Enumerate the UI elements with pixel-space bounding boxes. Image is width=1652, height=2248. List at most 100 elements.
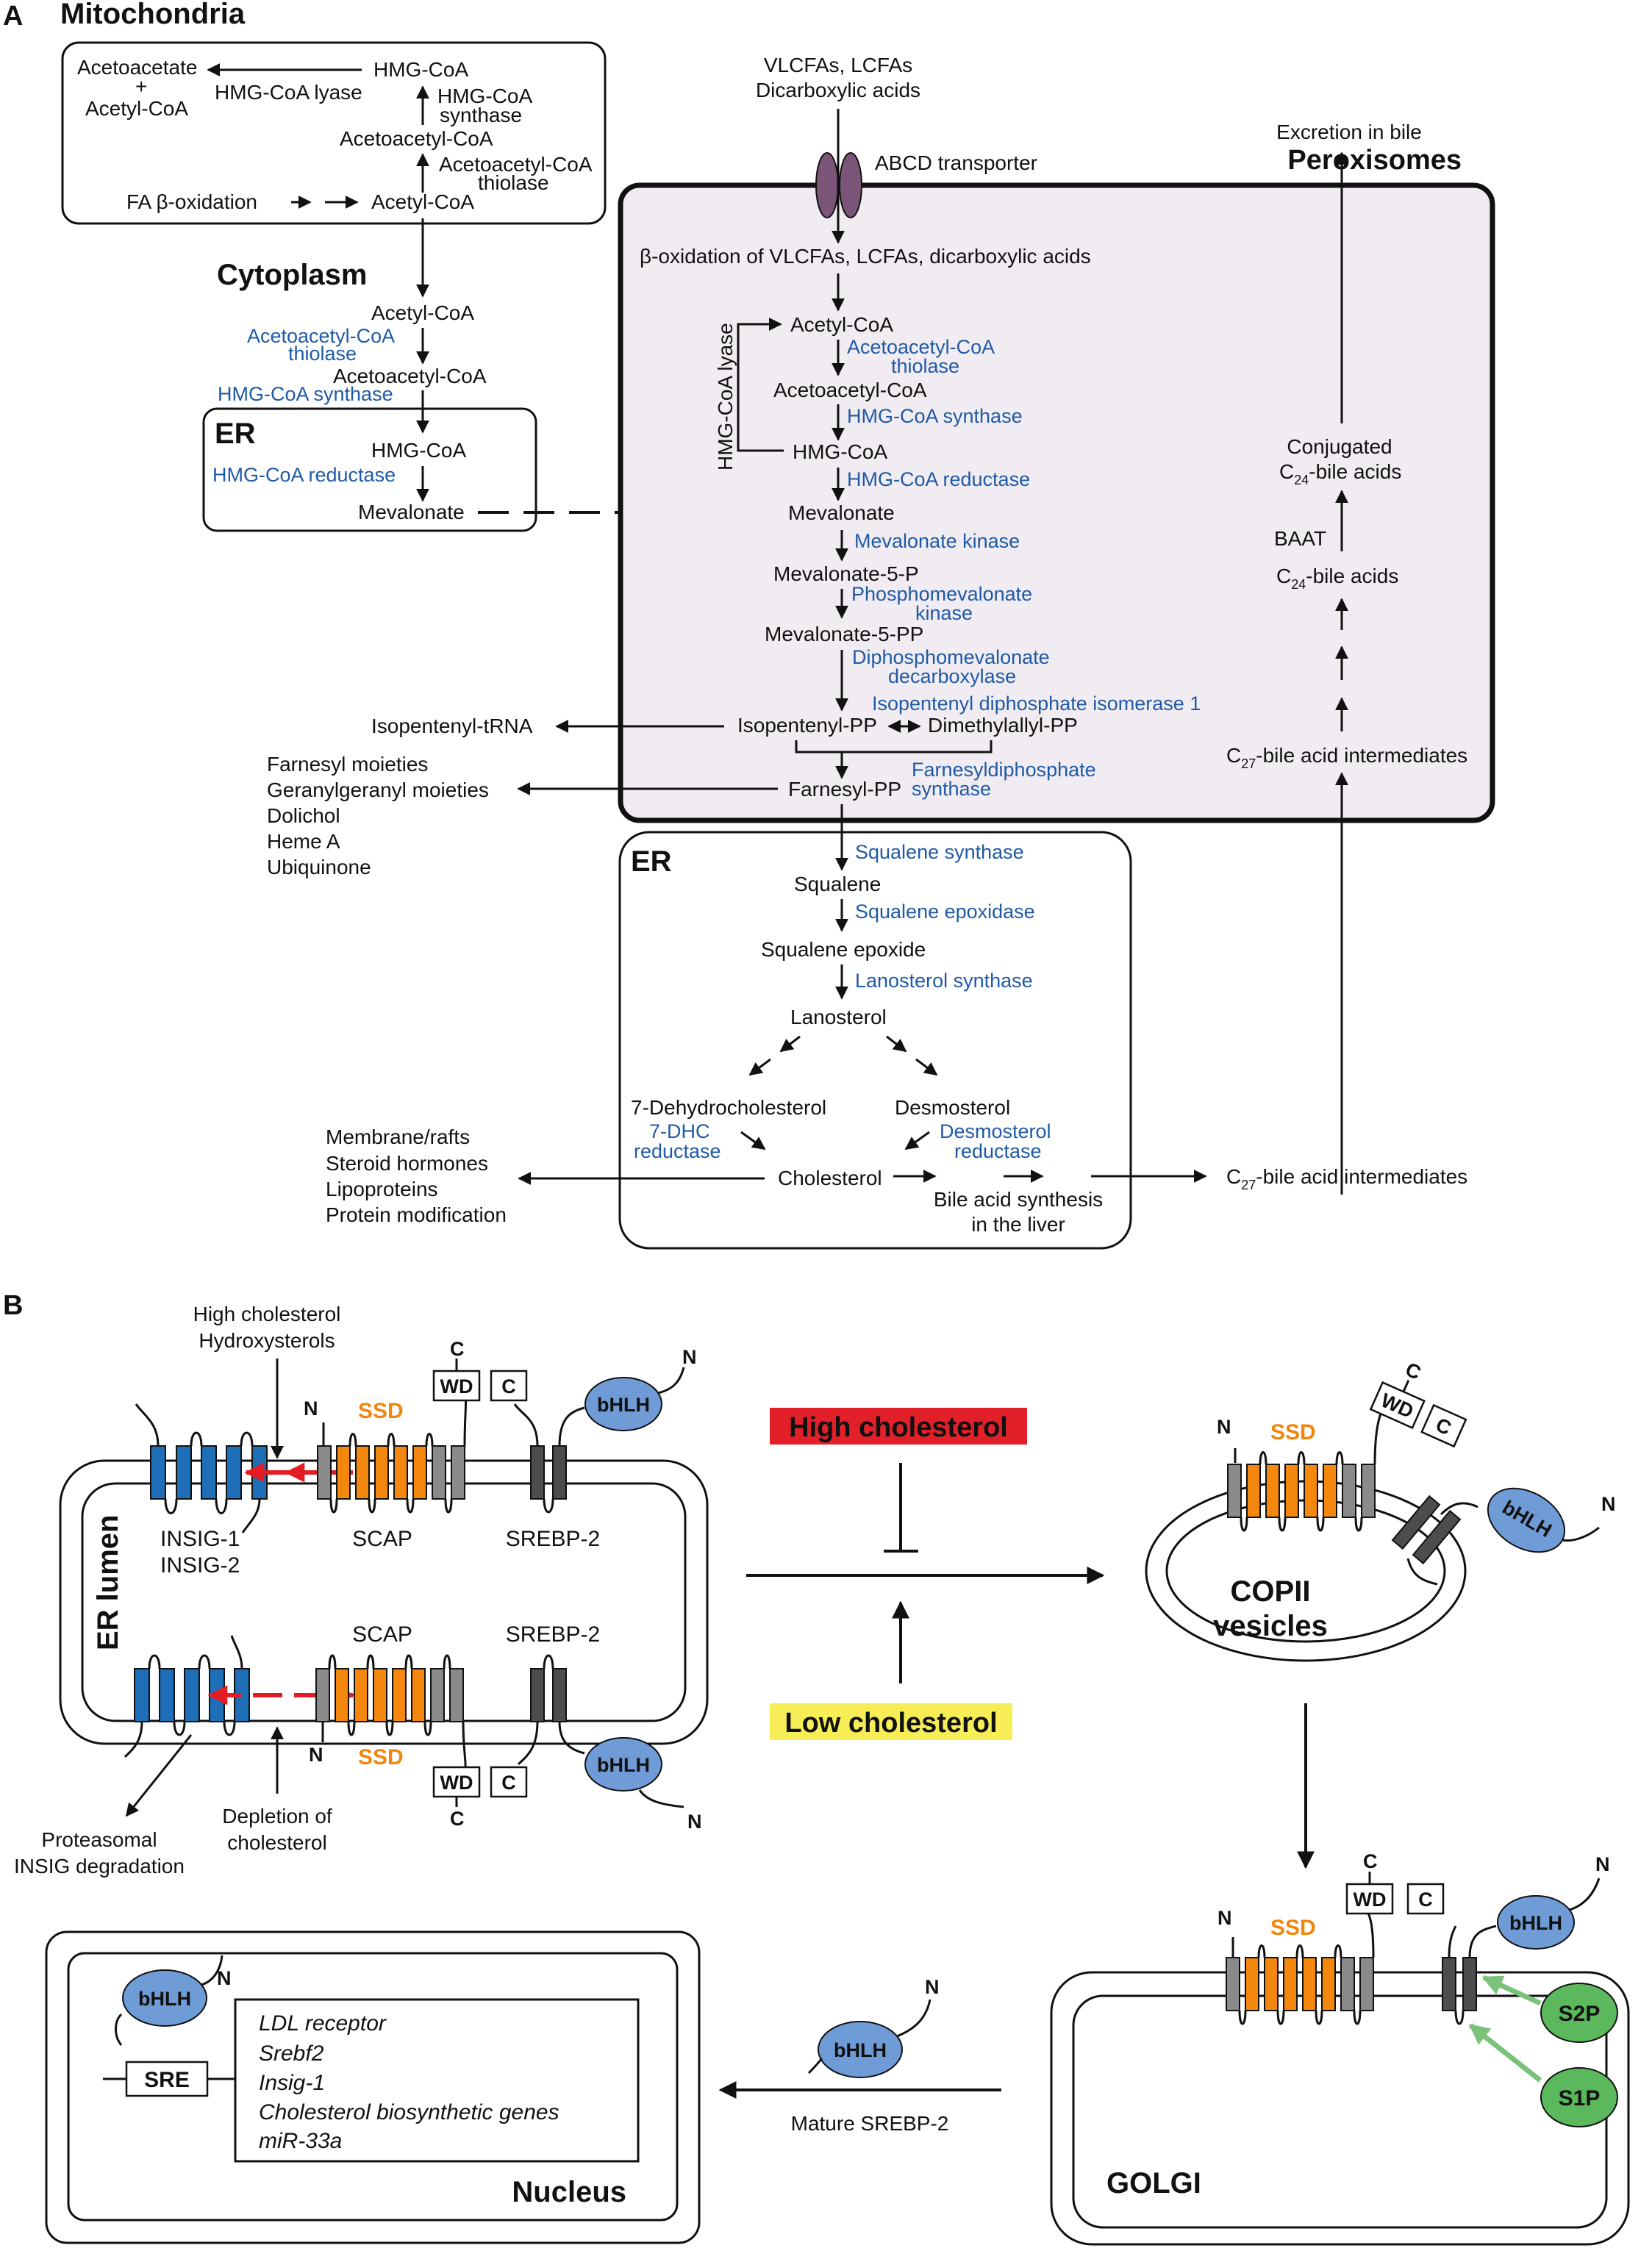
er-lanosterol: Lanosterol <box>790 1006 887 1028</box>
perox-mevalonate: Mevalonate <box>788 501 895 524</box>
use-lipoproteins: Lipoproteins <box>326 1178 438 1200</box>
er-lumen-label: ER lumen <box>92 1515 124 1650</box>
mito-fa-beta-oxidation: FA β-oxidation <box>126 190 257 213</box>
perox-inputs-2: Dicarboxylic acids <box>756 79 920 101</box>
er-squalene: Squalene <box>794 873 881 895</box>
cyto-acetyl-coa: Acetyl-CoA <box>371 301 474 324</box>
side-ubiquinone: Ubiquinone <box>267 856 371 878</box>
er-dhcr24-2: reductase <box>954 1140 1042 1162</box>
srebp2-lower-n: N <box>687 1811 702 1833</box>
perox-mevalonate-5p: Mevalonate-5-P <box>773 562 919 585</box>
target-gene: Srebf2 <box>259 2041 324 2066</box>
s2p-label: S2P <box>1559 2002 1601 2026</box>
er-cholesterol: Cholesterol <box>778 1167 882 1189</box>
er-box-lower <box>618 831 1132 1250</box>
s2p-protease <box>1540 1983 1618 2043</box>
golgi-label: GOLGI <box>1106 2167 1201 2199</box>
side-farnesyl-moieties: Farnesyl moieties <box>267 753 428 776</box>
golgi-scap-ssd: SSD <box>1270 1916 1316 1940</box>
srebp2-upper-label: SREBP-2 <box>506 1527 600 1551</box>
target-gene: LDL receptor <box>259 2011 387 2036</box>
mature-bhlh-label: bHLH <box>834 2039 887 2061</box>
scap-lower-wd-box <box>432 1766 481 1798</box>
er-label-lower: ER <box>631 845 672 878</box>
mito-acetoacetyl-coa: Acetoacetyl-CoA <box>340 127 493 150</box>
low-cholesterol-badge-label: Low cholesterol <box>784 1708 997 1739</box>
depletion-2: cholesterol <box>227 1831 326 1854</box>
srebp2-lower-label: SREBP-2 <box>506 1622 600 1647</box>
perox-fds-1: Farnesyldiphosphate <box>912 759 1096 781</box>
er-label-upper: ER <box>215 418 256 450</box>
scap-upper-c-terminus: C <box>450 1338 465 1360</box>
scap-upper-c: C <box>501 1375 516 1397</box>
scap-upper-wd: WD <box>440 1375 473 1397</box>
er-squalene-epoxidase: Squalene epoxidase <box>855 901 1035 923</box>
er-7-dehydrocholesterol: 7-Dehydrocholesterol <box>631 1096 826 1119</box>
scap-lower-label: SCAP <box>352 1622 412 1647</box>
perox-ipp-merge-left <box>795 740 993 753</box>
srebp2-upper-bhlh <box>584 1377 662 1431</box>
golgi-bhlh-label: bHLH <box>1509 1912 1562 1934</box>
copii-c-terminus: C <box>1402 1359 1424 1384</box>
mito-acetoacetate: Acetoacetate <box>77 56 197 79</box>
scap-lower-wd: WD <box>440 1772 473 1794</box>
mito-plus: + <box>135 75 147 98</box>
er-dhcr7-1: 7-DHC <box>649 1120 710 1142</box>
copii-scap-n: N <box>1217 1416 1231 1438</box>
perox-beta-oxidation: β-oxidation of VLCFAs, LCFAs, dicarboxyl… <box>640 245 1091 268</box>
golgi-wd: WD <box>1354 1889 1387 1911</box>
panel-label-b: B <box>3 1290 23 1321</box>
perox-dmd-2: decarboxylase <box>888 665 1016 687</box>
er-dhcr7-2: reductase <box>634 1140 721 1162</box>
nucleus-bhlh-tail <box>201 1955 224 1986</box>
perox-acetoacetyl-coa: Acetoacetyl-CoA <box>773 379 927 401</box>
target-genes-box <box>234 1998 640 2163</box>
scap-lower <box>315 1654 467 1780</box>
mito-hmg-coa-synthase-1: HMG-CoA <box>437 85 532 107</box>
bile-c24: C24-bile acids <box>1276 565 1398 592</box>
scap-copii <box>1227 1395 1394 1532</box>
mature-bhlh-tail <box>896 1999 932 2038</box>
er-dhcr24-1: Desmosterol <box>940 1120 1051 1142</box>
perox-thiolase-1: Acetoacetyl-CoA <box>847 336 995 358</box>
target-gene: Cholesterol biosynthetic genes <box>259 2100 559 2124</box>
perox-hmg-coa-reductase: HMG-CoA reductase <box>847 468 1030 490</box>
target-gene: Insig-1 <box>259 2071 325 2095</box>
nucleus-bhlh-n: N <box>217 1967 232 1989</box>
perox-mevalonate-kinase: Mevalonate kinase <box>854 530 1020 552</box>
mitochondria-label: Mitochondria <box>60 0 246 30</box>
golgi-bhlh-tail <box>1569 1877 1601 1911</box>
copii-label-1: COPII <box>1231 1575 1311 1608</box>
nucleus-label: Nucleus <box>512 2176 626 2208</box>
srebp2-upper-n: N <box>682 1346 697 1368</box>
er-squalene-epoxide: Squalene epoxide <box>761 938 926 961</box>
insig1-label: INSIG-1 <box>160 1527 240 1551</box>
golgi-scap-n: N <box>1217 1907 1232 1929</box>
scap-upper-n: N <box>304 1397 318 1420</box>
bile-conjugated: Conjugated <box>1287 435 1392 458</box>
er-bile-synthesis-1: Bile acid synthesis <box>934 1188 1103 1211</box>
perox-hmg-coa-lyase-bracket <box>737 318 784 452</box>
perox-hmg-coa-lyase: HMG-CoA lyase <box>714 323 737 470</box>
perox-hmg-coa: HMG-CoA <box>793 440 887 463</box>
insig-lower <box>124 1635 250 1758</box>
low-cholesterol-badge <box>770 1703 1012 1740</box>
scap-lower-c-box <box>490 1766 528 1798</box>
abcd-transporter-label: ABCD transporter <box>875 151 1037 174</box>
use-protein-modification: Protein modification <box>326 1203 507 1226</box>
side-geranylgeranyl: Geranylgeranyl moieties <box>267 778 489 801</box>
perox-inputs-1: VLCFAs, LCFAs <box>764 54 912 76</box>
er-dhcr24-arrow <box>904 1131 930 1150</box>
golgi-bhlh-n: N <box>1595 1853 1610 1875</box>
mito-hmg-coa: HMG-CoA <box>373 58 468 81</box>
abcd-transporter-left <box>815 152 839 218</box>
insig-upper <box>135 1403 268 1533</box>
degradation-1: Proteasomal <box>41 1828 157 1851</box>
er-to-7dhc-arrow-2 <box>748 1058 771 1076</box>
copii-scap-ssd: SSD <box>1270 1420 1316 1445</box>
scap-lower-c: C <box>501 1772 516 1794</box>
srebp2-upper-n-tail <box>657 1367 685 1395</box>
perox-dmd-1: Diphosphomevalonate <box>852 646 1050 668</box>
er-mevalonate: Mevalonate <box>358 501 465 523</box>
use-membrane-rafts: Membrane/rafts <box>326 1125 470 1148</box>
